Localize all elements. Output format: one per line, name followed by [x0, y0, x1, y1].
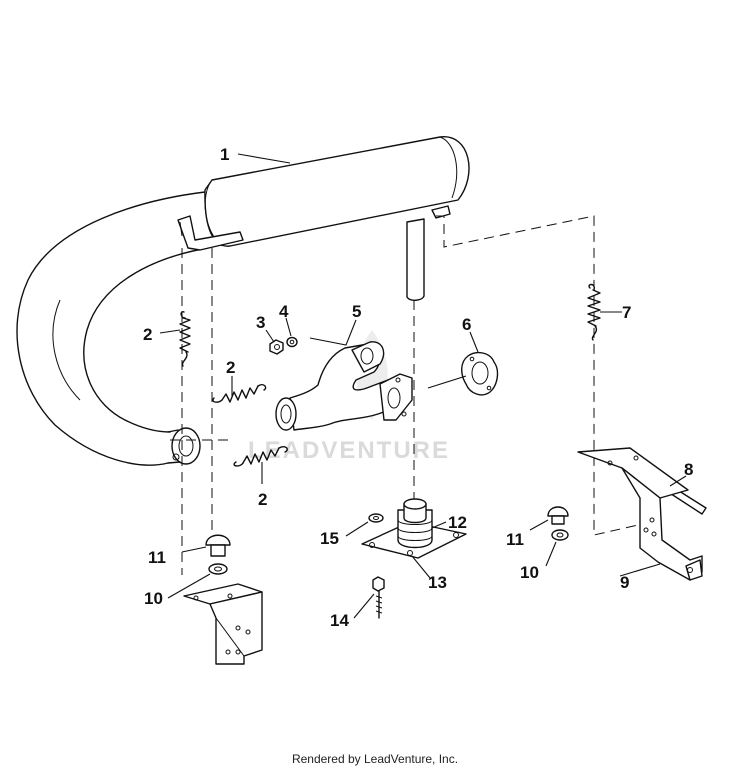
callout-13: 13 [428, 573, 447, 592]
washer-15 [368, 513, 384, 523]
callout-5: 5 [352, 302, 361, 321]
callout-10-left: 10 [144, 589, 163, 608]
callout-2-lower: 2 [258, 490, 267, 509]
credit-line: Rendered by LeadVenture, Inc. [291, 752, 459, 766]
washer-10-right [551, 529, 569, 541]
nut-3 [269, 339, 284, 355]
callout-7: 7 [622, 303, 631, 322]
spring-2-middle [212, 383, 267, 403]
washer-4 [286, 336, 298, 348]
callout-labels: 1 2 2 2 3 4 5 6 7 8 9 10 10 11 11 12 13 … [143, 145, 693, 630]
callout-11-right: 11 [506, 530, 524, 549]
callout-14: 14 [330, 611, 349, 630]
callout-3: 3 [256, 313, 265, 332]
spring-2-lower [233, 445, 288, 467]
watermark-text: LEADVENTURE [248, 437, 450, 464]
spring-2-upper [179, 310, 191, 367]
callout-9: 9 [620, 573, 629, 592]
callout-4: 4 [279, 302, 289, 321]
bracket-9 [577, 447, 703, 581]
callout-15: 15 [320, 529, 339, 548]
muffler [16, 136, 470, 466]
leader-lines [159, 153, 687, 619]
callout-1: 1 [220, 145, 229, 164]
gasket-6 [461, 351, 499, 396]
alignment-lines [170, 215, 661, 575]
callout-10-right: 10 [520, 563, 539, 582]
callout-12: 12 [448, 513, 467, 532]
callout-11-left: 11 [148, 548, 166, 567]
spring-7 [587, 283, 601, 341]
callout-8: 8 [684, 460, 693, 479]
rubber-mount-12 [397, 498, 433, 549]
callout-2-upper: 2 [143, 325, 152, 344]
bracket-left [183, 583, 263, 665]
callout-2-middle: 2 [226, 358, 235, 377]
grommet-11-right [547, 506, 569, 525]
washer-10-left [208, 563, 228, 575]
grommet-11-left [205, 534, 231, 557]
callout-6: 6 [462, 315, 471, 334]
exhaust-y-pipe-5 [275, 341, 413, 431]
bolt-14 [372, 576, 385, 619]
